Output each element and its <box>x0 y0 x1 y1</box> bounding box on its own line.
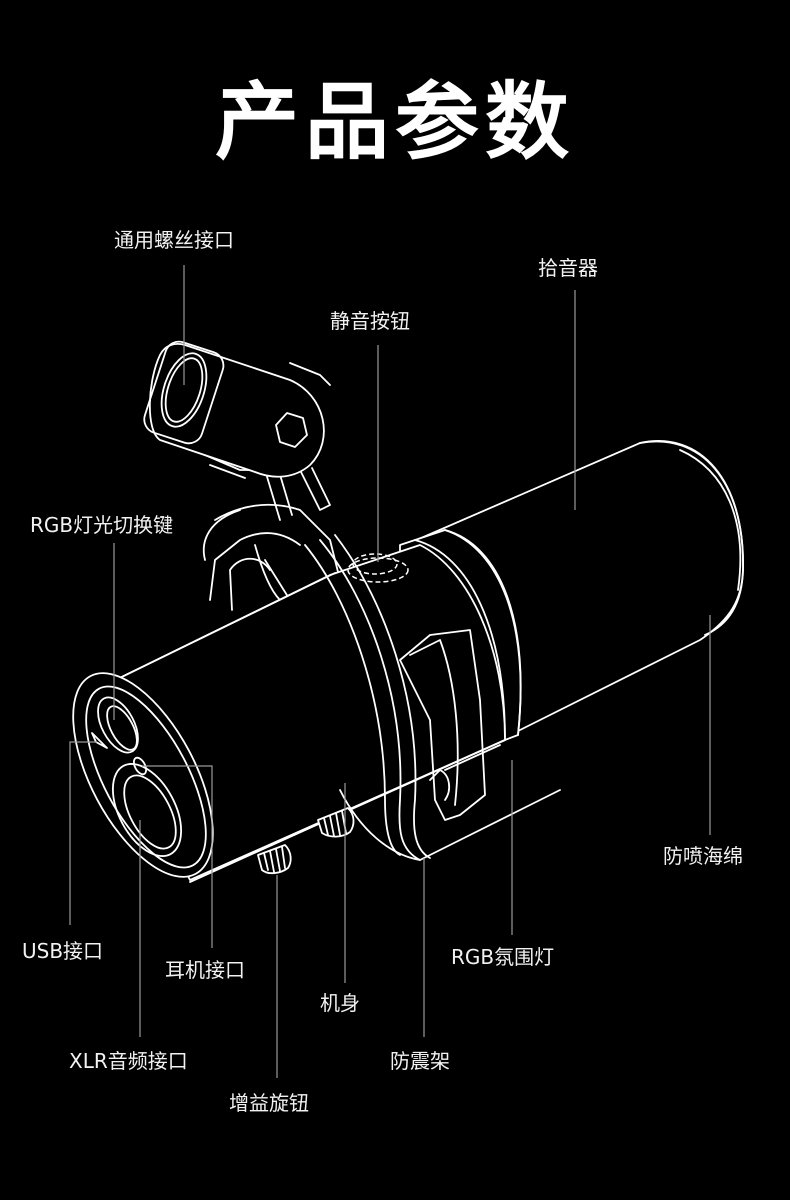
label-xlr-port: XLR音频接口 <box>69 1049 188 1073</box>
label-gain-knob: 增益旋钮 <box>229 1091 309 1115</box>
label-body: 机身 <box>320 991 360 1015</box>
label-rgb-ambient-light: RGB氛围灯 <box>451 945 555 969</box>
leader-headphone <box>142 765 213 948</box>
label-shock-mount: 防震架 <box>390 1049 450 1073</box>
thread-mount <box>143 340 331 521</box>
page-title: 产品参数 <box>214 73 575 171</box>
mute-button-outline <box>347 553 409 583</box>
label-universal-thread: 通用螺丝接口 <box>114 228 234 252</box>
label-usb-port: USB接口 <box>22 939 104 963</box>
leader-usb <box>69 741 97 925</box>
shock-mount-front <box>304 534 561 861</box>
label-headphone-jack: 耳机接口 <box>165 958 245 982</box>
leader-lines <box>69 265 711 1078</box>
label-mute-button: 静音按钮 <box>330 309 410 333</box>
label-pop-filter: 防喷海绵 <box>663 844 743 868</box>
label-rgb-switch: RGB灯光切换键 <box>30 513 174 537</box>
end-cap <box>72 672 214 878</box>
label-capsule: 拾音器 <box>538 256 598 280</box>
shock-mount-rear <box>202 503 346 611</box>
